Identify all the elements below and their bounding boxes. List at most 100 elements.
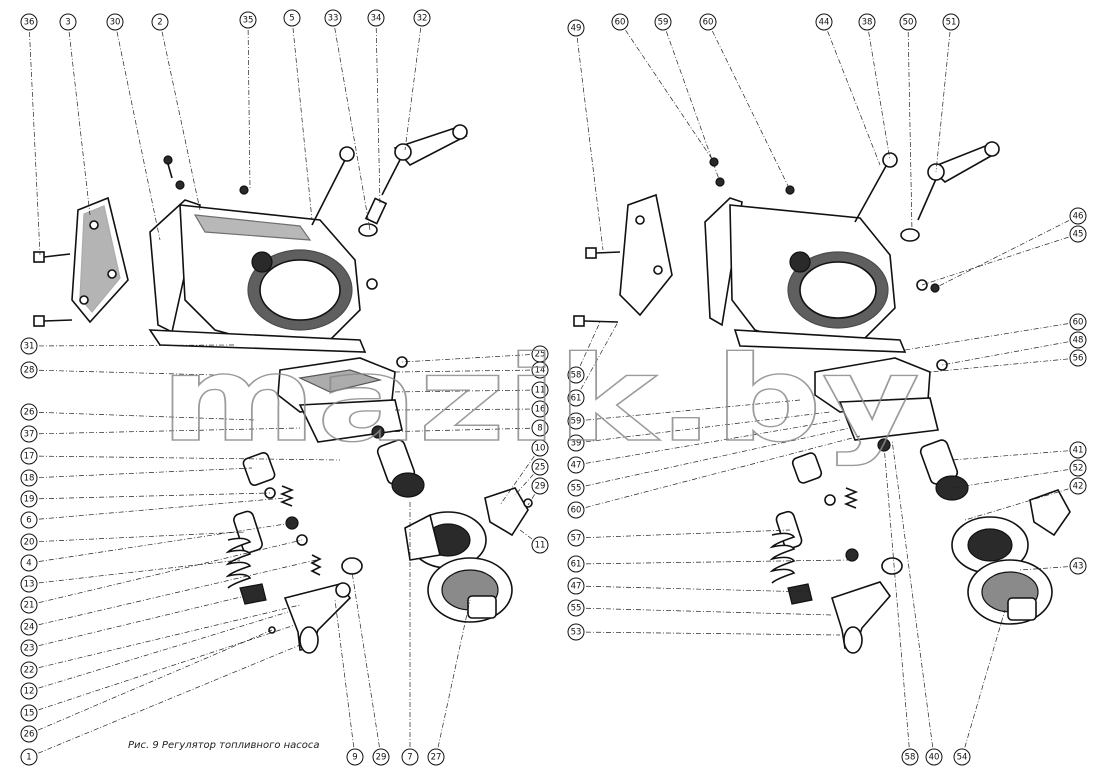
callout-number: 5: [289, 14, 294, 24]
leader-line: [375, 17, 381, 206]
leader-line: [514, 466, 541, 496]
part-callout: 11: [531, 536, 549, 554]
leader-line: [28, 611, 289, 692]
bolt: [585, 247, 621, 259]
callout-number: 24: [24, 623, 35, 633]
lever-rod: [311, 146, 355, 226]
part-callout: 26: [20, 725, 38, 743]
control-arm: [393, 124, 468, 166]
bolt: [573, 315, 619, 327]
leader-line: [575, 435, 861, 511]
bolt: [33, 315, 73, 327]
fork: [239, 583, 267, 605]
part-callout: 28: [20, 361, 38, 379]
part-callout: 17: [20, 447, 38, 465]
control-arm: [927, 141, 1000, 183]
part-callout: 41: [1069, 441, 1087, 459]
leader-line: [28, 624, 296, 714]
part-callout: 31: [20, 337, 38, 355]
part-callout: 34: [367, 9, 385, 27]
part-callout: 37: [20, 425, 38, 443]
callout-number: 33: [328, 14, 339, 24]
part-callout: 60: [699, 13, 717, 31]
callout-number: 42: [1073, 482, 1084, 492]
part-callout: 12: [20, 682, 38, 700]
leader-line: [921, 233, 1079, 286]
bushing: [341, 557, 363, 575]
callout-number: 59: [571, 417, 582, 427]
part-callout: 4: [20, 554, 38, 572]
leader-line: [575, 631, 841, 636]
part-callout: 5: [283, 9, 301, 27]
leader-line: [575, 585, 813, 593]
callout-number: 16: [535, 405, 546, 415]
leader-line: [662, 21, 721, 183]
callout-number: 60: [571, 506, 582, 516]
callout-number: 36: [24, 18, 35, 28]
drive-flange: [951, 516, 1053, 625]
part-callout: 3: [59, 13, 77, 31]
part-callout: 56: [1069, 349, 1087, 367]
leader-line: [28, 411, 256, 421]
leader-line: [159, 21, 201, 211]
callout-number: 23: [24, 644, 35, 654]
leader-line: [575, 607, 833, 616]
part-callout: 20: [20, 533, 38, 551]
leader-line: [951, 449, 1079, 461]
part-callout: 29: [531, 477, 549, 495]
part-callout: 54: [953, 748, 971, 766]
part-callout: 39: [567, 434, 585, 452]
part-callout: 45: [1069, 225, 1087, 243]
leader-line: [391, 389, 541, 393]
callout-number: 41: [1073, 446, 1084, 456]
spring: [279, 485, 295, 507]
regulator-housing: [148, 204, 367, 353]
leader-line: [28, 531, 246, 543]
callout-number: 31: [24, 342, 35, 352]
callout-number: 4: [26, 559, 31, 569]
coupling: [484, 487, 533, 537]
callout-number: 21: [24, 601, 35, 611]
leader-line: [823, 21, 881, 166]
leader-line: [28, 21, 41, 256]
part-callout: 18: [20, 469, 38, 487]
leader-line: [499, 447, 541, 506]
leader-line: [28, 559, 317, 628]
part-callout: 16: [531, 400, 549, 418]
part-callout: 1: [20, 748, 38, 766]
leader-line: [891, 439, 935, 758]
part-callout: 24: [20, 618, 38, 636]
callout-number: 61: [571, 560, 582, 570]
callout-number: 6: [26, 516, 31, 526]
callout-number: 9: [352, 753, 357, 763]
part-callout: 59: [567, 412, 585, 430]
part-callout: 60: [611, 13, 629, 31]
callout-number: 25: [535, 350, 546, 360]
callout-number: 60: [615, 18, 626, 28]
callout-number: 45: [1073, 230, 1084, 240]
leader-line: [934, 215, 1079, 289]
leader-line: [28, 369, 216, 376]
leader-line: [575, 399, 801, 422]
callout-number: 34: [371, 14, 382, 24]
leader-line: [379, 427, 541, 433]
part-callout: 35: [239, 11, 257, 29]
part-callout: 38: [858, 13, 876, 31]
callout-number: 32: [417, 14, 428, 24]
lever-rod: [854, 152, 898, 223]
callout-number: 60: [1073, 318, 1084, 328]
part-callout: 52: [1069, 459, 1087, 477]
callout-number: 35: [243, 16, 254, 26]
callout-number: 14: [535, 366, 546, 376]
part-callout: 11: [531, 381, 549, 399]
callout-number: 37: [24, 430, 35, 440]
callout-number: 2: [157, 18, 162, 28]
main-lever: [831, 581, 892, 654]
cover-plate: [71, 196, 129, 324]
leader-line: [866, 21, 891, 161]
part-callout: 40: [925, 748, 943, 766]
part-callout: 60: [567, 501, 585, 519]
callout-number: 27: [431, 753, 442, 763]
